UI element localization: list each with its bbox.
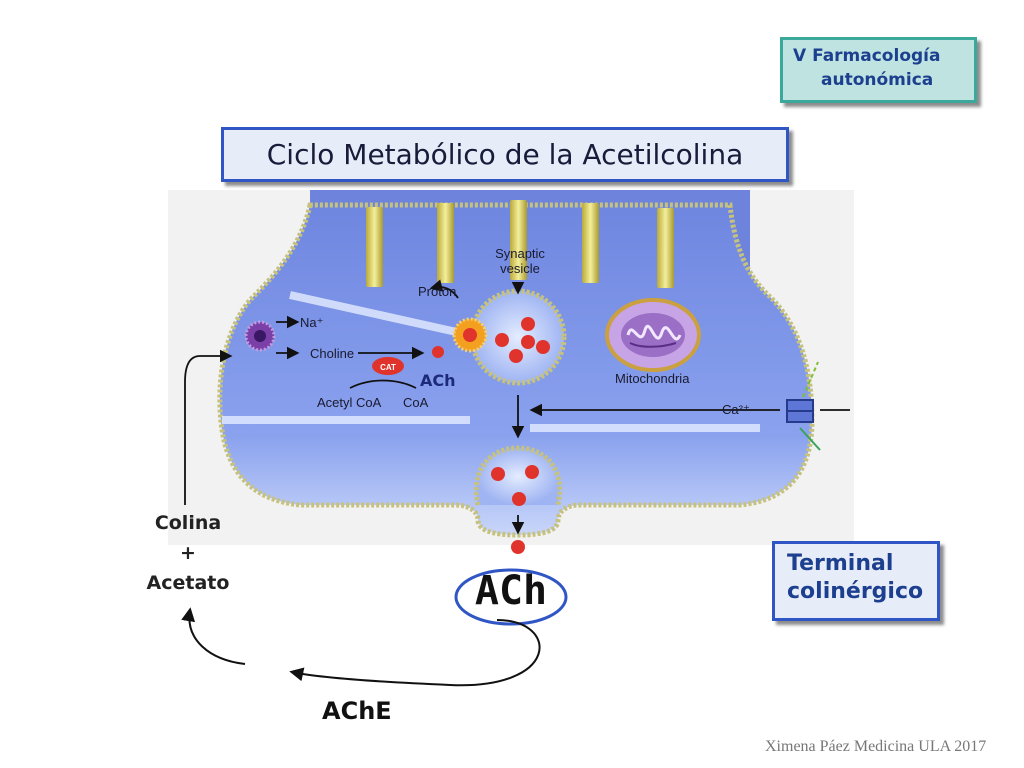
vesicle-ach-molecules: [495, 317, 550, 363]
ach-small-label: ACh: [420, 371, 456, 390]
credit-footer: Ximena Páez Medicina ULA 2017: [765, 738, 987, 755]
cat-label: CAT: [380, 363, 396, 372]
synaptic-label-1: Synaptic: [495, 246, 545, 261]
colina-acetato-label: Colina + Acetato: [118, 508, 258, 598]
pathway-arrows: [184, 279, 850, 535]
ach-highlight-ellipse: [454, 568, 568, 626]
fusing-vesicle-ach: [491, 465, 539, 506]
orange-proton-pump-icon: [452, 317, 488, 353]
ca-label: Ca²⁺: [722, 402, 750, 417]
synthesized-ach: [432, 346, 444, 358]
acetato-label: Acetato: [146, 572, 230, 594]
mitochondrion-icon: [605, 298, 701, 372]
fusing-vesicle: [473, 445, 563, 506]
terminal-line1: Terminal: [787, 551, 894, 576]
calcium-channel-icon: [786, 399, 814, 423]
na-label: Na⁺: [300, 315, 323, 330]
section-tag-line1: V Farmacología: [793, 46, 941, 66]
cat-enzyme: [372, 357, 404, 375]
hydrolysis-arrows: [181, 607, 541, 687]
mitochondria-label: Mitochondria: [615, 371, 690, 386]
ach-main-label: ACh: [474, 568, 548, 614]
terminal-line2: colinérgico: [787, 579, 924, 604]
acetyl-coa-label: Acetyl CoA: [317, 395, 382, 410]
section-tag: V Farmacología autonómica: [780, 37, 977, 103]
proton-label: Proton: [418, 284, 456, 299]
section-tag-line2: autonómica: [821, 70, 934, 90]
terminal-colinergico-box: Terminal colinérgico: [772, 541, 940, 621]
coa-label: CoA: [403, 395, 429, 410]
synaptic-label-2: vesicle: [500, 261, 540, 276]
plus-label: +: [180, 542, 196, 564]
choline-label: Choline: [310, 346, 354, 361]
slide-title: Ciclo Metabólico de la Acetilcolina: [221, 127, 789, 182]
ache-label: AChE: [322, 697, 392, 725]
purple-transporter-icon: [244, 320, 276, 352]
microtubules: [366, 200, 674, 288]
released-ach-molecule: [511, 540, 525, 554]
colina-label: Colina: [154, 512, 222, 534]
